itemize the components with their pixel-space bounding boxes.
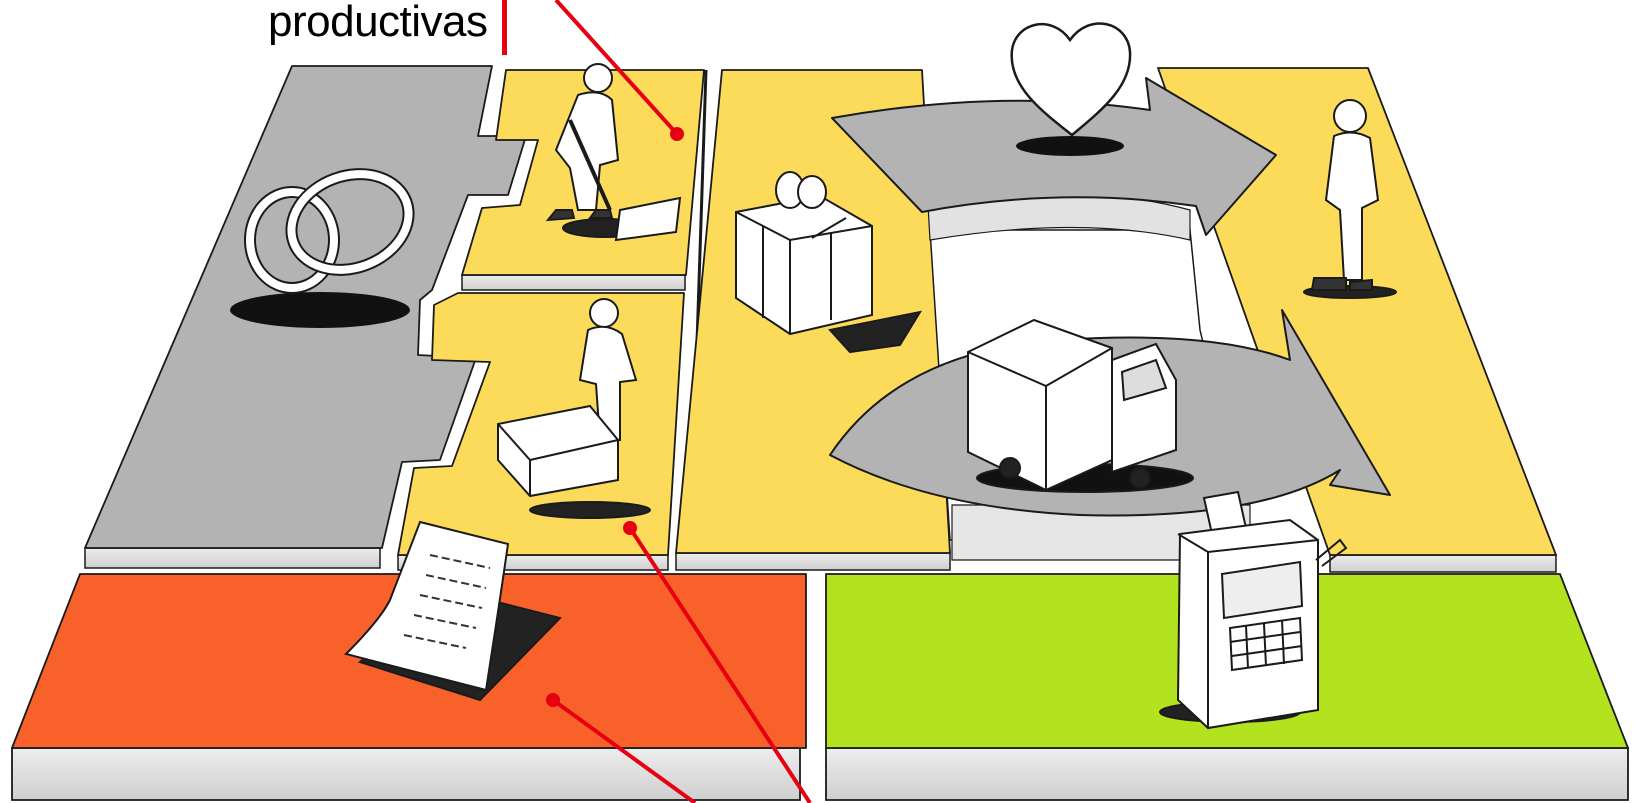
label-bracket <box>502 0 507 55</box>
key-partners-side <box>85 548 380 568</box>
